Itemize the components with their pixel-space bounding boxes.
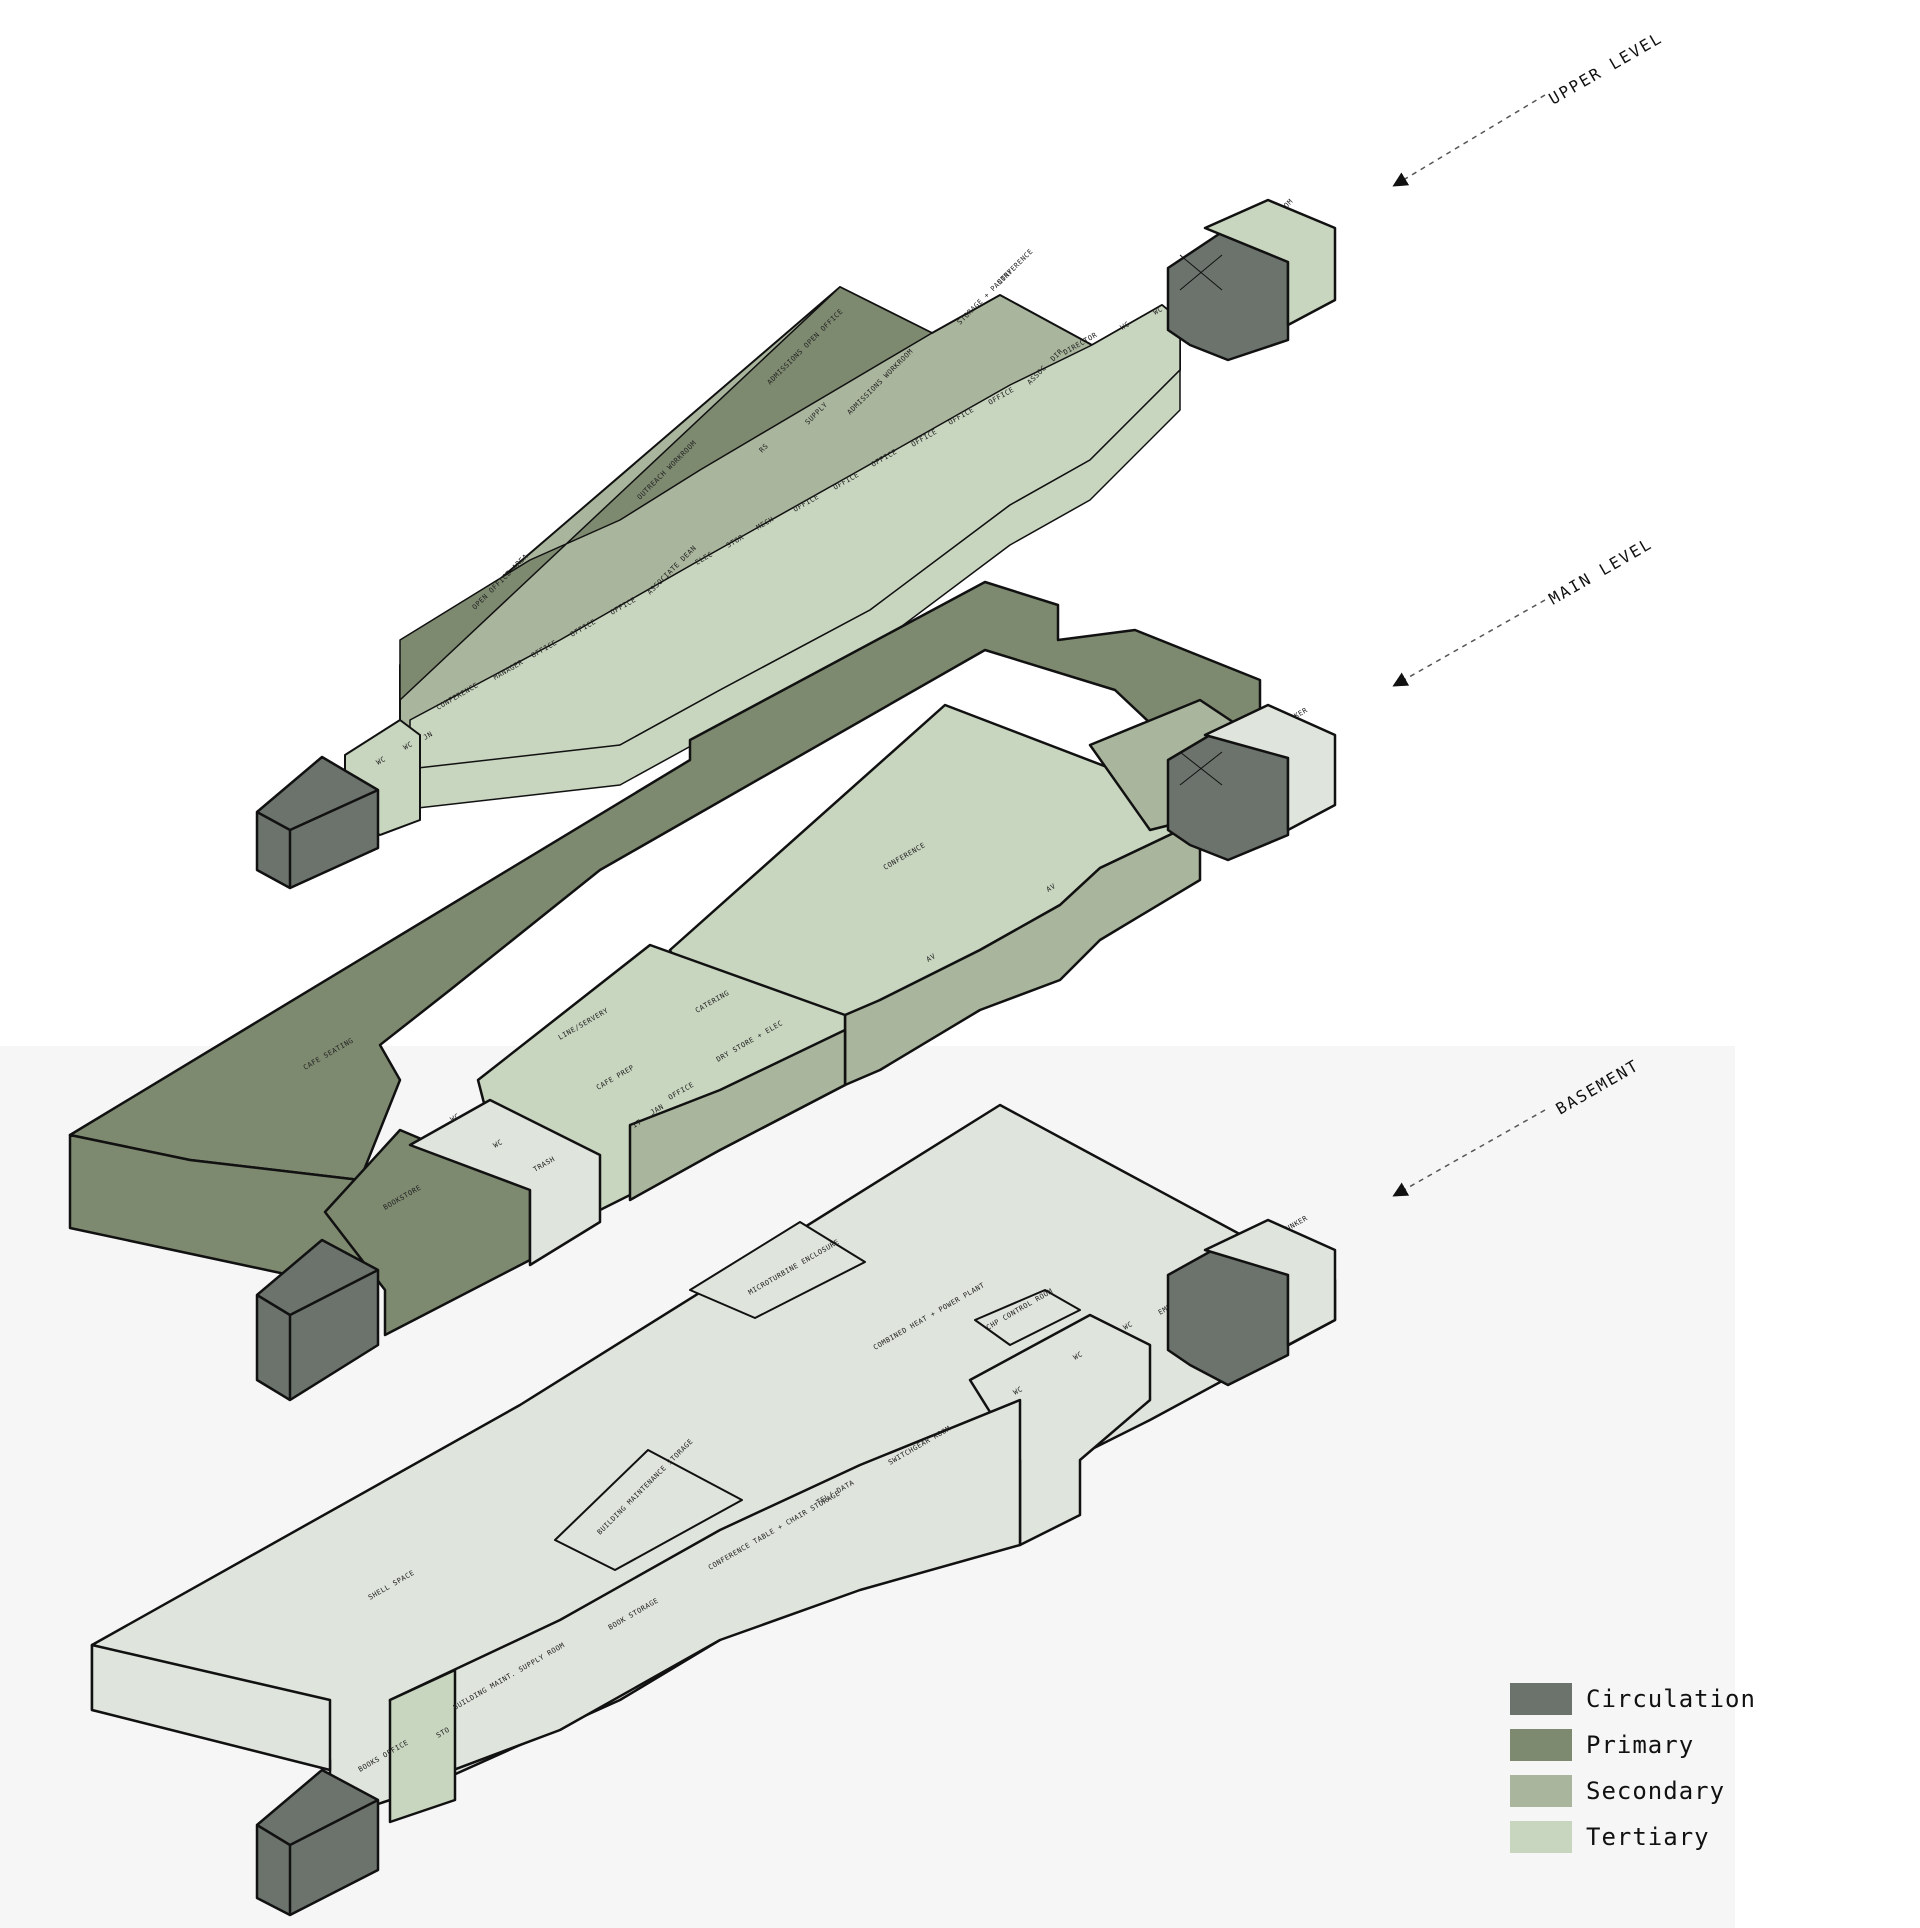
upper-stair-left — [255, 755, 380, 890]
legend-label: Circulation — [1586, 1685, 1756, 1713]
room-label: WC — [1122, 1320, 1134, 1332]
room-label: AV — [1045, 882, 1057, 894]
basement-pellet-bunker — [1203, 1218, 1337, 1347]
basement-front-face — [90, 1643, 332, 1772]
main-kitchen-face — [628, 1028, 847, 1202]
legend-item-primary: Primary — [1510, 1722, 1756, 1768]
legend-swatch — [1510, 1775, 1572, 1807]
room-label: CONFERENCE — [996, 247, 1035, 286]
basement-chp-control — [974, 1289, 1081, 1346]
main-trash — [408, 1098, 602, 1267]
basement-building-maintenance — [554, 1449, 743, 1571]
legend-swatch — [1510, 1821, 1572, 1853]
basement-lower-rooms-face — [388, 1398, 1022, 1792]
legend-label: Primary — [1586, 1731, 1695, 1759]
legend-label: Secondary — [1586, 1777, 1726, 1805]
main-arrow — [1392, 599, 1546, 687]
upper-front-face — [399, 369, 1181, 811]
room-label: WC — [1012, 1385, 1024, 1397]
upper-training-room — [1203, 198, 1337, 327]
basement-books-office — [388, 1668, 457, 1824]
level-label-main: MAIN LEVEL — [1546, 534, 1656, 609]
room-label: JN — [422, 730, 434, 742]
room-label: WC — [1119, 320, 1131, 332]
main-stair-left — [255, 1238, 380, 1402]
room-label: WC — [492, 1138, 504, 1150]
level-labels: UPPER LEVEL MAIN LEVEL BASEMENT — [1392, 28, 1666, 1197]
room-label: WC — [449, 1112, 461, 1124]
legend-item-tertiary: Tertiary — [1510, 1814, 1756, 1860]
main-conference-face — [843, 828, 1202, 1087]
basement-stair-left — [255, 1768, 380, 1917]
level-label-upper: UPPER LEVEL — [1546, 28, 1666, 108]
room-label: IT — [631, 1118, 643, 1130]
room-label: WC — [1072, 1350, 1084, 1362]
upper-arrow — [1392, 94, 1546, 187]
legend-swatch — [1510, 1729, 1572, 1761]
upper-primary-band — [399, 286, 933, 701]
legend-swatch — [1510, 1683, 1572, 1715]
upper-circulation — [255, 198, 1337, 890]
room-label: AV — [925, 952, 937, 964]
basement-circulation — [255, 1218, 1337, 1917]
legend-label: Tertiary — [1586, 1823, 1710, 1851]
room-label: WC — [402, 740, 414, 752]
basement-microturbine — [689, 1221, 866, 1319]
room-label: WC — [375, 755, 387, 767]
basement-arrow — [1392, 1109, 1546, 1197]
upper-level-block — [344, 286, 1181, 836]
room-label: WC — [1152, 305, 1164, 317]
legend: Circulation Primary Secondary Tertiary — [1510, 1676, 1756, 1860]
main-pellet-bunker — [1203, 703, 1337, 832]
main-circulation — [255, 703, 1337, 1402]
legend-item-secondary: Secondary — [1510, 1768, 1756, 1814]
legend-item-circulation: Circulation — [1510, 1676, 1756, 1722]
